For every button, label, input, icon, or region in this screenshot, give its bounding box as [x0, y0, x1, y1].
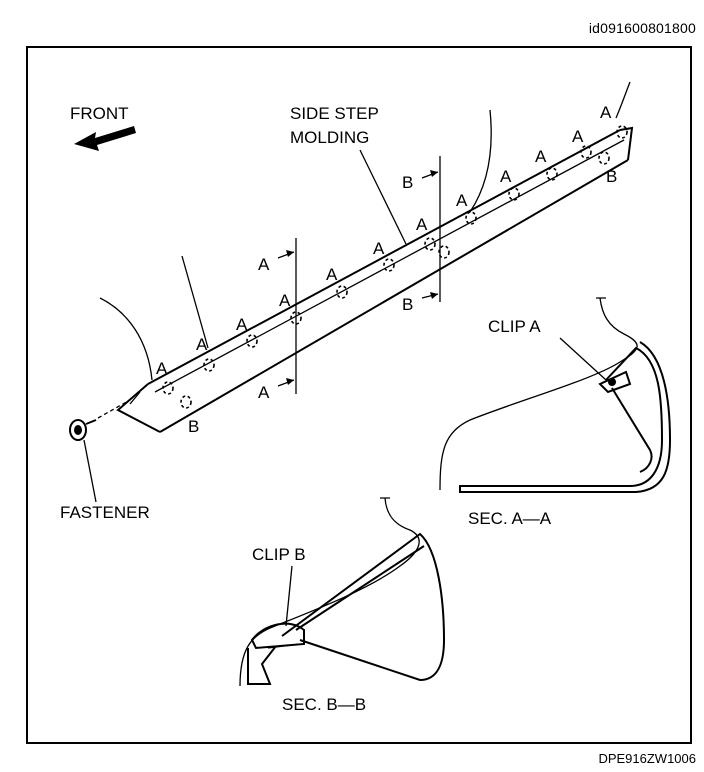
marker-a: A [279, 291, 291, 310]
marker-a: A [236, 315, 248, 334]
marker-a: A [196, 335, 208, 354]
fastener-label: FASTENER [60, 503, 150, 522]
clip-b-label: CLIP B [252, 545, 306, 564]
marker-a: A [500, 167, 512, 186]
fastener-leader-line [83, 439, 97, 503]
section-cut-a: A A [258, 238, 297, 402]
clip-a-leader-line [559, 337, 607, 381]
section-b-caption: SEC. B—B [282, 695, 366, 714]
marker-a: A [600, 103, 612, 122]
body-contour-lines [99, 81, 631, 381]
marker-a: A [326, 265, 338, 284]
front-arrow-icon [74, 126, 136, 151]
front-label: FRONT [70, 104, 129, 123]
marker-b: B [188, 417, 199, 436]
side-step-molding [116, 126, 634, 433]
marker-a: A [373, 239, 385, 258]
marker-a: A [535, 147, 547, 166]
fastener-icon [69, 399, 131, 441]
section-cut-b: B B [402, 156, 441, 314]
molding-leader-line [359, 149, 407, 245]
marker-b: B [606, 167, 617, 186]
section-b-marker: B [402, 295, 413, 314]
section-a-marker: A [258, 383, 270, 402]
marker-a: A [416, 215, 428, 234]
document-id: id091600801800 [588, 20, 696, 36]
clip-a-label: CLIP A [488, 317, 541, 336]
molding-label-line2: MOLDING [290, 128, 369, 147]
section-b-marker: B [402, 173, 413, 192]
section-a-caption: SEC. A—A [468, 509, 552, 528]
figure-frame [26, 46, 692, 744]
marker-a: A [156, 359, 168, 378]
section-b-detail [239, 497, 446, 687]
molding-label-line1: SIDE STEP [290, 104, 379, 123]
marker-a: A [456, 191, 468, 210]
clip-hole-markers [162, 125, 628, 409]
clip-b-leader-line [285, 565, 293, 627]
section-a-detail [439, 297, 672, 493]
marker-a: A [572, 127, 584, 146]
section-a-marker: A [258, 255, 270, 274]
figure-code: DPE916ZW1006 [598, 751, 696, 766]
